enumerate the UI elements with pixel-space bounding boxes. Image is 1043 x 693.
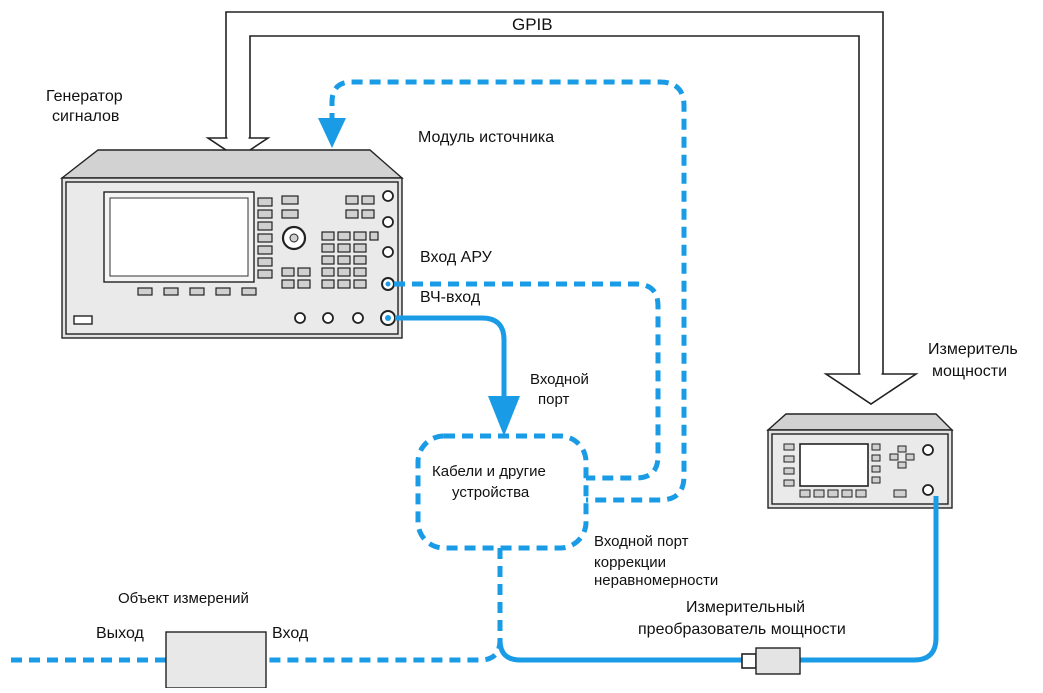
rf-output-cable: ВЧ-вход Входной порт (395, 289, 589, 436)
power-meter-label-1: Измеритель (928, 341, 1018, 358)
dut-input-label: Вход (272, 625, 309, 642)
flatness-port-labels: Входной порт коррекции неравномерности (594, 533, 718, 589)
signal-generator-label-1: Генератор (46, 88, 123, 105)
signal-generator-label-2: сигналов (52, 108, 119, 125)
dut-label: Объект измерений (118, 590, 249, 607)
cables-label-1: Кабели и другие (432, 463, 546, 480)
dut: Объект измерений Выход Вход (96, 590, 309, 689)
input-port-label-1: Входной (530, 371, 589, 388)
gpib-bus: GPIB (205, 11, 919, 405)
gpib-label: GPIB (512, 15, 553, 34)
alc-input-label: Вход АРУ (420, 249, 493, 266)
power-meter-label-2: мощности (932, 363, 1007, 380)
cables-block: Кабели и другие устройства (415, 433, 589, 551)
power-sensor-label-1: Измерительный (686, 599, 805, 616)
power-meter-sensor-port (922, 484, 934, 496)
alc-input-cable: Вход АРУ (394, 249, 661, 481)
rf-input-label: ВЧ-вход (420, 289, 481, 306)
power-meter: Измеритель мощности (766, 341, 1018, 509)
source-module-cable: Модуль источника (318, 79, 687, 503)
power-sensor-label-2: преобразователь мощности (638, 621, 846, 638)
source-module-arrow (318, 118, 346, 148)
source-module-label: Модуль источника (418, 129, 554, 146)
power-sensor: Измерительный преобразователь мощности (638, 496, 939, 675)
flatness-port-label-2: коррекции (594, 554, 666, 571)
gpib-arrow-to-power-meter (823, 373, 919, 405)
flatness-port-label-3: неравномерности (594, 572, 718, 589)
signal-generator: Генератор сигналов (46, 88, 404, 339)
cables-label-2: устройства (452, 484, 530, 501)
input-port-arrow (488, 396, 520, 436)
input-port-label-2: порт (538, 391, 569, 408)
dut-output-label: Выход (96, 625, 145, 642)
dut-connection (8, 548, 742, 663)
flatness-port-label-1: Входной порт (594, 533, 689, 550)
